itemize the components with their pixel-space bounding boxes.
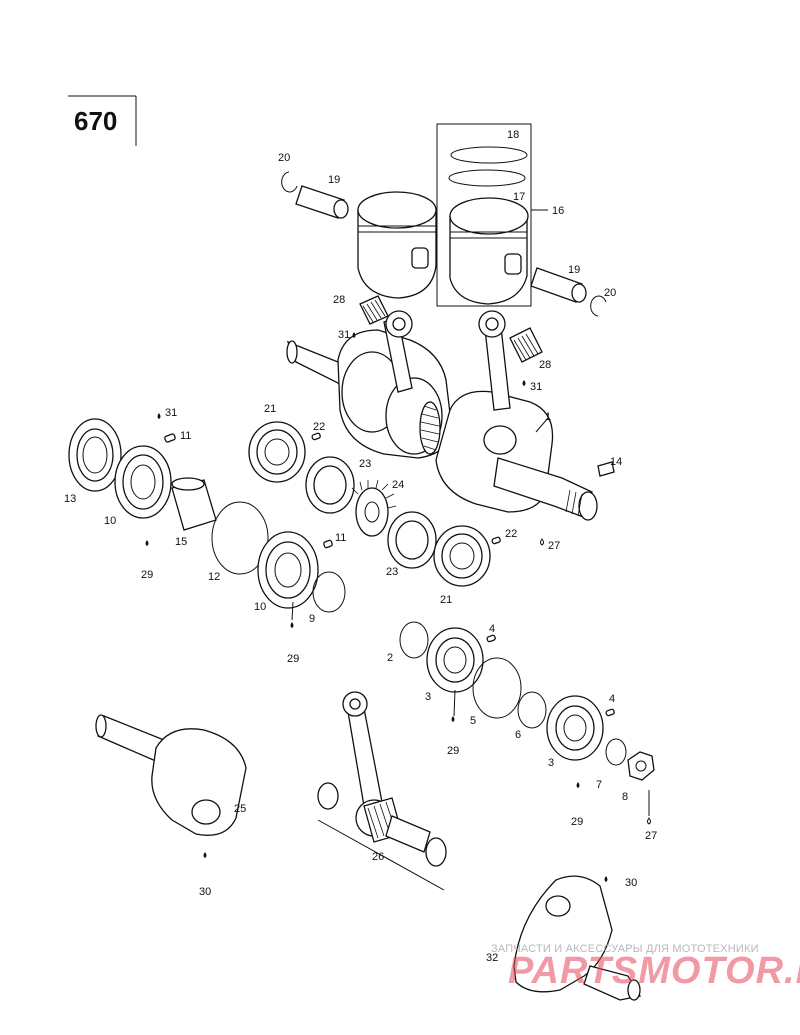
label-30-left: 30 bbox=[199, 886, 211, 898]
label-16: 16 bbox=[552, 205, 564, 217]
label-9: 9 bbox=[309, 613, 315, 625]
ball-bearing-10-bottom bbox=[257, 531, 319, 609]
piston-left bbox=[357, 191, 437, 299]
label-6: 6 bbox=[515, 729, 521, 741]
label-15: 15 bbox=[175, 536, 187, 548]
oil-seal-23-top bbox=[305, 456, 355, 514]
label-11-bottom: 11 bbox=[335, 532, 346, 544]
dowel-pin-4-top bbox=[486, 634, 496, 643]
label-8: 8 bbox=[622, 791, 628, 803]
washer-7 bbox=[605, 738, 627, 766]
label-10-top: 10 bbox=[104, 515, 116, 527]
o-ring-12 bbox=[211, 501, 269, 575]
label-23-bottom: 23 bbox=[386, 566, 398, 578]
sealant-drop-27-top bbox=[540, 538, 544, 546]
label-5: 5 bbox=[470, 715, 476, 727]
ball-bearing-3-bottom bbox=[546, 695, 604, 761]
label-7: 7 bbox=[596, 779, 602, 791]
label-4-bottom: 4 bbox=[609, 693, 615, 705]
label-23-top: 23 bbox=[359, 458, 371, 470]
label-1: 1 bbox=[545, 411, 551, 423]
oil-drops bbox=[145, 332, 608, 882]
label-24: 24 bbox=[392, 479, 404, 491]
label-29-middle: 29 bbox=[287, 653, 299, 665]
connecting-rod-kit-26 bbox=[317, 691, 447, 891]
label-27-bottom: 27 bbox=[645, 830, 657, 842]
crankshaft-assembly bbox=[286, 310, 598, 521]
oil-seal-13 bbox=[68, 418, 122, 492]
piston-right bbox=[449, 197, 529, 305]
gear-24 bbox=[351, 479, 397, 537]
label-22-bottom: 22 bbox=[505, 528, 517, 540]
label-18: 18 bbox=[507, 129, 519, 141]
label-31-right: 31 bbox=[530, 381, 542, 393]
label-28-right: 28 bbox=[539, 359, 551, 371]
label-10-bottom: 10 bbox=[254, 601, 266, 613]
needle-bearing-left bbox=[359, 295, 389, 325]
ball-bearing-10-top bbox=[114, 445, 172, 519]
dowel-pin-11-bottom bbox=[323, 539, 333, 549]
circlip-right bbox=[590, 295, 607, 317]
piston-pin-right bbox=[530, 267, 587, 303]
ball-bearing-21-bottom bbox=[433, 525, 491, 587]
watermark-logo-text: PARTSMOTOR.RU bbox=[508, 950, 800, 992]
dowel-pin-4-bottom bbox=[605, 708, 615, 717]
spacer-sleeve-15 bbox=[171, 477, 217, 531]
crankshaft-half-32 bbox=[513, 875, 642, 1001]
dowel-pin-22-top bbox=[311, 432, 321, 441]
leader-lines bbox=[291, 417, 650, 816]
dowel-pin-11-top bbox=[164, 433, 176, 443]
label-20-right: 20 bbox=[604, 287, 616, 299]
nut-8 bbox=[627, 751, 655, 781]
label-29-lower: 29 bbox=[447, 745, 459, 757]
snap-ring-6 bbox=[517, 691, 547, 729]
label-27-top: 27 bbox=[548, 540, 560, 552]
crankshaft-half-25 bbox=[95, 714, 247, 836]
label-29-top: 29 bbox=[141, 569, 153, 581]
label-21-bottom: 21 bbox=[440, 594, 452, 606]
label-3-bottom: 3 bbox=[548, 757, 554, 769]
piston-pin-left bbox=[295, 185, 349, 219]
label-12: 12 bbox=[208, 571, 220, 583]
woodruff-key bbox=[597, 461, 615, 477]
sealant-drop-27-bottom bbox=[647, 817, 651, 825]
label-21-top: 21 bbox=[264, 403, 276, 415]
label-11-top: 11 bbox=[180, 430, 191, 442]
page-number: 670 bbox=[74, 106, 118, 136]
piston-ring-top bbox=[450, 146, 528, 164]
label-26: 26 bbox=[372, 851, 384, 863]
label-31-seal: 31 bbox=[165, 407, 177, 419]
piston-ring-second bbox=[448, 169, 526, 187]
label-13: 13 bbox=[64, 493, 76, 505]
label-17: 17 bbox=[513, 191, 525, 203]
label-22-top: 22 bbox=[313, 421, 325, 433]
label-30-right: 30 bbox=[625, 877, 637, 889]
label-28-left: 28 bbox=[333, 294, 345, 306]
label-19-left: 19 bbox=[328, 174, 340, 186]
snap-ring-9 bbox=[312, 571, 346, 613]
oil-seal-23-bottom bbox=[387, 511, 437, 569]
label-32: 32 bbox=[486, 952, 498, 964]
label-29-right: 29 bbox=[571, 816, 583, 828]
watermark-caption: ЗАПЧАСТИ И АКСЕССУАРЫ ДЛЯ МОТОТЕХНИКИ bbox=[491, 943, 759, 955]
dowel-pin-22-bottom bbox=[491, 536, 501, 545]
ball-bearing-21-top bbox=[248, 421, 306, 483]
label-2: 2 bbox=[387, 652, 393, 664]
label-3-top: 3 bbox=[425, 691, 431, 703]
o-ring-5 bbox=[472, 657, 522, 719]
label-20-left: 20 bbox=[278, 152, 290, 164]
label-19-right: 19 bbox=[568, 264, 580, 276]
label-14: 14 bbox=[610, 456, 622, 468]
label-31-left: 31 bbox=[338, 329, 350, 341]
snap-ring-2 bbox=[399, 621, 429, 659]
needle-bearing-right bbox=[509, 327, 543, 363]
circlip-left bbox=[281, 171, 298, 193]
piston-kit-frame bbox=[436, 123, 532, 307]
label-25: 25 bbox=[234, 803, 246, 815]
label-4-top: 4 bbox=[489, 623, 495, 635]
ball-bearing-3-top bbox=[426, 627, 484, 693]
